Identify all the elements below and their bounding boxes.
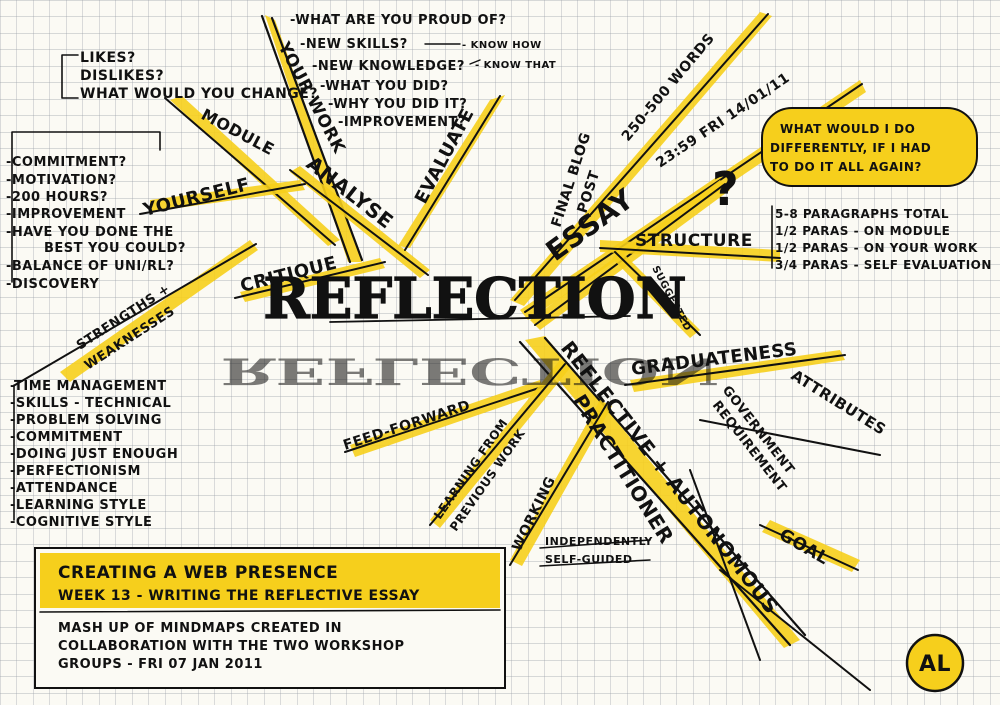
node-strengths: STRENGTHS + WEAKNESSES -TIME MANAGEMENT … (10, 282, 178, 530)
title-box-line-1: CREATING A WEB PRESENCE (58, 563, 338, 583)
yourself-item-1: -COMMITMENT? (6, 155, 127, 170)
branch-independent-lines (539, 539, 651, 567)
branch-yourself-highlight (150, 180, 305, 212)
yourself-item-6: BEST YOU COULD? (44, 241, 186, 256)
strengths-item-4: -COMMITMENT (10, 430, 123, 445)
branch-learning-line (429, 363, 566, 526)
strengths-item-6: -PERFECTIONISM (10, 464, 141, 479)
yourself-bracket (11, 131, 161, 283)
title-box: CREATING A WEB PRESENCE WEEK 13 - WRITIN… (34, 547, 506, 689)
title-box-divider (39, 609, 501, 613)
yourself-item-2: -MOTIVATION? (6, 173, 117, 188)
signature-circle (905, 633, 965, 693)
module-item-3: WHAT WOULD YOU CHANGE? (80, 86, 318, 102)
branch-critique-line (234, 261, 386, 299)
branch-essay-line (534, 183, 726, 326)
branch-module-highlight (170, 96, 340, 246)
branch-spikes (689, 419, 881, 691)
your-work-item-5: -WHY YOU DID IT? (328, 97, 467, 112)
module-bracket (61, 54, 79, 99)
branch-your-work-line (260, 14, 364, 264)
strengths-item-7: -ATTENDANCE (10, 481, 118, 496)
your-work-item-2: -NEW SKILLS? (300, 37, 408, 52)
yourself-item-5: -HAVE YOU DONE THE (6, 225, 174, 240)
branch-feed-forward-line (344, 385, 546, 453)
center-underline (329, 315, 631, 323)
strengths-item-9: -COGNITIVE STYLE (10, 515, 152, 530)
yourself-item-4: -IMPROVEMENT (6, 207, 126, 222)
structure-item-2: 1/2 PARAS - ON MODULE (775, 224, 950, 238)
title-box-body-1: MASH UP OF MINDMAPS CREATED IN (58, 621, 342, 636)
branch-structure-line (599, 247, 781, 259)
your-work-item-6: -IMPROVEMENT? (338, 115, 466, 130)
branch-evaluate-line (404, 95, 501, 251)
center-title-mirror: REFLECTION (221, 350, 720, 393)
essay-question-bubble (761, 107, 978, 187)
center-node: REFLECTION REFLECTION (221, 265, 720, 393)
title-box-line-2: WEEK 13 - WRITING THE REFLECTIVE ESSAY (58, 588, 420, 604)
structure-item-1: 5-8 PARAGRAPHS TOTAL (775, 207, 949, 221)
your-work-note-1: - KNOW HOW (462, 40, 542, 51)
branch-working-line (509, 401, 609, 566)
structure-label: STRUCTURE (635, 231, 753, 251)
essay-question-line-1: WHAT WOULD I DO (780, 122, 915, 136)
branch-suggested-line (614, 251, 701, 336)
branch-analyse-line (289, 169, 429, 276)
branch-suggested-highlight (612, 250, 700, 338)
branch-graduateness-highlight (630, 350, 845, 392)
yourself-item-8: -DISCOVERY (6, 277, 99, 292)
essay-question-line-3: TO DO IT ALL AGAIN? (770, 160, 922, 174)
essay-question-mark: ? (712, 162, 739, 216)
your-work-item-1: -WHAT ARE YOU PROUD OF? (290, 13, 506, 28)
branch-evaluate-highlight (398, 95, 505, 248)
strengths-item-1: -TIME MANAGEMENT (10, 379, 167, 394)
structure-item-4: 3/4 PARAS - SELF EVALUATION (775, 258, 992, 272)
essay-question-line-2: DIFFERENTLY, IF I HAD (770, 141, 931, 155)
your-work-item-3: -NEW KNOWLEDGE? (312, 59, 465, 74)
module-item-1: LIKES? (80, 50, 136, 66)
title-box-body-2: COLLABORATION WITH THE TWO WORKSHOP (58, 639, 405, 654)
branch-words-line (514, 13, 769, 301)
branch-strengths-highlight (60, 240, 258, 382)
strengths-item-3: -PROBLEM SOLVING (10, 413, 162, 428)
your-work-item-4: -WHAT YOU DID? (320, 79, 449, 94)
working-independently: INDEPENDENTLY (545, 535, 653, 548)
branch-learning-highlight (430, 360, 570, 528)
yourself-item-7: -BALANCE OF UNI/RL? (6, 259, 174, 274)
your-work-arrows (424, 43, 481, 65)
your-work-note-2: - KNOW THAT (475, 60, 556, 71)
strengths-item-5: -DOING JUST ENOUGH (10, 447, 178, 462)
module-item-2: DISLIKES? (80, 68, 164, 84)
working-self-guided: SELF-GUIDED (545, 553, 633, 566)
branches (14, 12, 881, 691)
branch-yourself-line (139, 183, 306, 215)
branch-goal-line (759, 524, 859, 571)
branch-reflective-line (518, 336, 807, 647)
title-box-body-3: GROUPS - FRI 07 JAN 2011 (58, 657, 263, 672)
strengths-item-2: -SKILLS - TECHNICAL (10, 396, 171, 411)
branch-strengths-line (14, 243, 257, 386)
signature-text: AL (919, 652, 951, 677)
center-title: REFLECTION (263, 266, 686, 332)
strengths-item-8: -LEARNING STYLE (10, 498, 147, 513)
structure-item-3: 1/2 PARAS - ON YOUR WORK (775, 241, 978, 255)
title-box-highlight (40, 553, 500, 608)
signature-badge: AL (905, 633, 965, 693)
branch-graduateness-line (624, 354, 846, 386)
yourself-item-3: -200 HOURS? (6, 190, 108, 205)
branch-module-line (164, 97, 336, 246)
